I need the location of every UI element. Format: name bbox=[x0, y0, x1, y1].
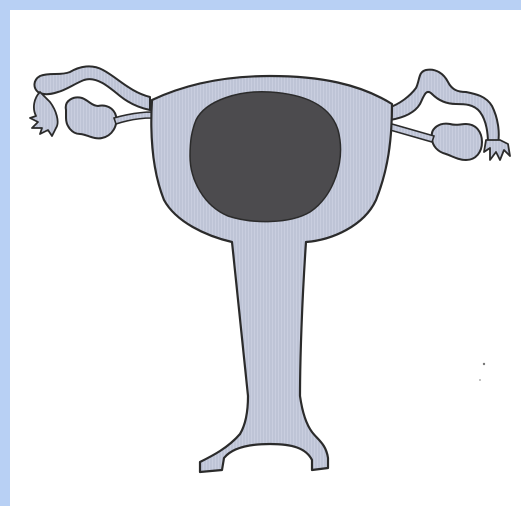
left-ovarian-ligament bbox=[114, 112, 152, 124]
uterine-mass bbox=[190, 92, 340, 222]
right-fimbria bbox=[484, 140, 510, 160]
left-fimbria bbox=[30, 92, 58, 136]
speck bbox=[483, 363, 485, 365]
left-ovary bbox=[66, 98, 117, 139]
right-ovary bbox=[432, 124, 482, 160]
right-ovarian-ligament bbox=[390, 124, 434, 142]
speck bbox=[479, 379, 481, 381]
